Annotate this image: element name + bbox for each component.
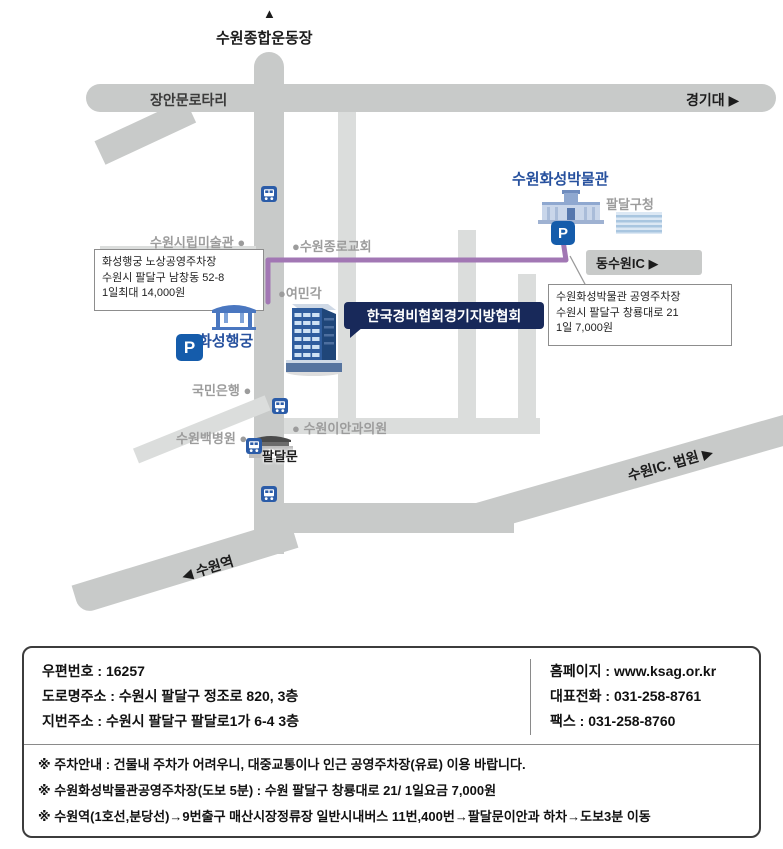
bus-stop-icon-3	[246, 438, 262, 454]
district-office-building-icon	[616, 212, 662, 234]
divider-horizontal	[24, 744, 759, 745]
note-museum-parking: ※ 수원화성박물관공영주차장(도보 5분) : 수원 팔달구 창룡대로 21/ …	[38, 783, 497, 798]
north-arrow: ▲	[263, 6, 276, 21]
road-thin-vertical-3	[518, 274, 536, 434]
road-address-line: 도로명주소 : 수원시 팔달구 정조로 820, 3층	[42, 688, 299, 704]
contact-column: 홈페이지 : www.ksag.or.kr 대표전화 : 031-258-876…	[550, 659, 716, 734]
parking-box-right-line1: 수원화성박물관 공영주차장	[556, 291, 681, 303]
road-top-horizontal	[86, 84, 776, 112]
label-district-office: 팔달구청	[606, 197, 654, 212]
road-thin-vertical-2	[458, 230, 476, 434]
label-paldalmun: 팔달문	[262, 449, 298, 464]
destination-badge: 한국경비협회경기지방협회	[344, 302, 544, 329]
label-eye-clinic: ● 수원이안과의원	[292, 421, 388, 436]
parking-icon-museum: P	[551, 221, 575, 245]
haenggung-gate-icon	[212, 305, 256, 330]
parking-box-right-line2: 수원시 팔달구 창룡대로 21	[556, 306, 679, 319]
parking-box-right-line3: 1일 7,000원	[556, 322, 613, 335]
label-dongsuwon-ic: 동수원IC ▶	[596, 256, 659, 271]
bus-stop-icon-2	[272, 398, 288, 414]
parking-box-left-line1: 화성행궁 노상공영주차장	[102, 256, 217, 268]
parking-box-left-line2: 수원시 팔달구 남창동 52-8	[102, 271, 225, 284]
road-thin-eyeclinic	[284, 418, 540, 434]
lot-address-line: 지번주소 : 수원시 팔달구 팔달로1가 6-4 3층	[42, 713, 300, 729]
homepage-line: 홈페이지 : www.ksag.or.kr	[550, 663, 717, 679]
label-kb-bank: 국민은행 ●	[192, 383, 252, 398]
note-parking: ※ 주차안내 : 건물내 주차가 어려우니, 대중교통이나 인근 공영주차장(유…	[38, 757, 526, 772]
destination-badge-pointer	[350, 327, 363, 338]
label-yeomingak: ●여민각	[278, 286, 322, 301]
parking-box-left-line3: 1일최대 14,000원	[102, 287, 186, 300]
info-panel: 우편번호 : 16257 도로명주소 : 수원시 팔달구 정조로 820, 3층…	[22, 646, 761, 838]
north-label: 수원종합운동장	[216, 30, 313, 47]
notes-section: ※ 주차안내 : 건물내 주차가 어려우니, 대중교통이나 인근 공영주차장(유…	[38, 752, 651, 830]
postal-code-line: 우편번호 : 16257	[42, 663, 145, 679]
label-museum: 수원화성박물관	[512, 171, 609, 188]
museum-building-icon	[538, 190, 604, 224]
label-baek-hospital: 수원백병원 ●	[176, 431, 248, 446]
road-thin-vertical-1	[338, 112, 356, 434]
label-hwaseong-haenggung: 화성행궁	[198, 333, 254, 350]
parking-icon-haenggung: P	[176, 334, 203, 361]
label-jangan-rotary: 장안문로타리	[150, 92, 228, 108]
road-bottom-horizontal	[254, 503, 514, 533]
parking-box-left: 화성행궁 노상공영주차장 수원시 팔달구 남창동 52-8 1일최대 14,00…	[94, 249, 264, 311]
divider-vertical	[530, 659, 531, 735]
label-art-museum: 수원시립미술관 ●	[150, 235, 246, 250]
label-gyeonggi-univ: 경기대 ▶	[686, 92, 740, 108]
bus-stop-icon-4	[261, 486, 277, 502]
dongsuwon-ic-road-chip: 동수원IC ▶	[586, 250, 702, 275]
address-column: 우편번호 : 16257 도로명주소 : 수원시 팔달구 정조로 820, 3층…	[42, 659, 299, 734]
bus-stop-icon-1	[261, 186, 277, 202]
parking-box-right: 수원화성박물관 공영주차장 수원시 팔달구 창룡대로 21 1일 7,000원	[548, 284, 732, 346]
note-transit: ※ 수원역(1호선,분당선)→9번출구 매산시장정류장 일반시내버스 11번,4…	[38, 809, 651, 824]
fax-line: 팩스 : 031-258-8760	[550, 713, 676, 729]
association-building-icon	[286, 304, 342, 376]
phone-line: 대표전화 : 031-258-8761	[550, 688, 702, 704]
label-jongno-church: ●수원종로교회	[292, 239, 372, 254]
parking-box-connector	[569, 255, 587, 287]
